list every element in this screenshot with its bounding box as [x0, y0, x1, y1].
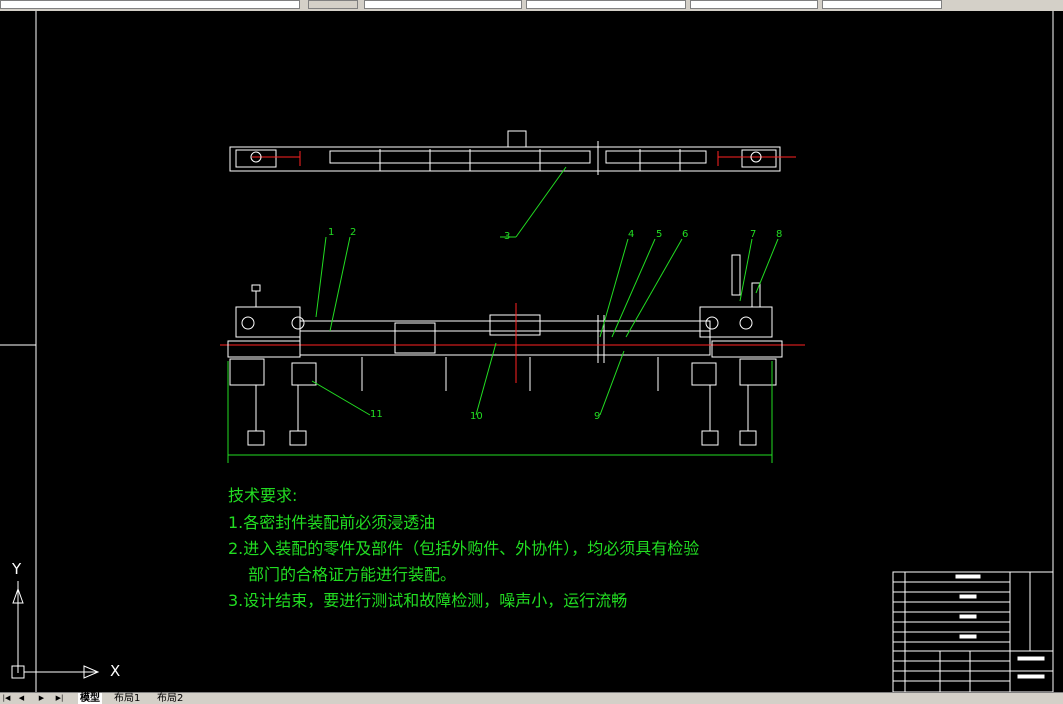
balloon-1: 1: [328, 227, 334, 238]
toolbar-combo-5[interactable]: [822, 0, 942, 9]
title-block: [892, 571, 1054, 692]
tech-requirements-title: 技术要求:: [228, 486, 298, 505]
balloon-2: 2: [350, 227, 356, 238]
top-view: [229, 130, 796, 175]
layout-tab-bar: |◀ ◀ ▶ ▶| 模型 布局1 布局2: [0, 692, 1063, 704]
ucs-y-label: Y: [12, 560, 22, 578]
balloon-10: 10: [470, 411, 483, 422]
balloon-9: 9: [594, 411, 600, 422]
balloon-labels: 1 2 3 4 5 6 7 8 9 10 11: [328, 227, 782, 422]
tab-layout2[interactable]: 布局2: [157, 693, 184, 704]
nav-prev-icon[interactable]: ◀: [18, 694, 25, 702]
toolbar-combo-2[interactable]: [364, 0, 522, 9]
nav-next-icon[interactable]: ▶: [38, 694, 45, 702]
balloon-7: 7: [750, 229, 756, 240]
requirement-2-cont: 部门的合格证方能进行装配。: [248, 565, 457, 584]
tab-layout1[interactable]: 布局1: [114, 693, 141, 704]
balloon-8: 8: [776, 229, 782, 240]
leader-lines: [311, 166, 779, 416]
requirement-1: 1.各密封件装配前必须浸透油: [228, 513, 436, 532]
ucs-icon: [11, 581, 100, 679]
toolbar-combo-3[interactable]: [526, 0, 686, 9]
balloon-11: 11: [370, 409, 383, 420]
balloon-3: 3: [504, 231, 510, 242]
toolbar-combo-4[interactable]: [690, 0, 818, 9]
front-view: [220, 254, 805, 463]
drawing-canvas[interactable]: 1 2 3 4 5 6 7 8 9 10 11: [0, 11, 1063, 692]
tab-model[interactable]: 模型: [78, 693, 102, 704]
nav-last-icon[interactable]: ▶|: [55, 694, 64, 702]
balloon-6: 6: [682, 229, 688, 240]
balloon-5: 5: [656, 229, 662, 240]
nav-first-icon[interactable]: |◀: [2, 694, 11, 702]
toolbar-icons[interactable]: [308, 0, 358, 9]
balloon-4: 4: [628, 229, 634, 240]
toolbar-combo-1[interactable]: [0, 0, 300, 9]
requirement-2: 2.进入装配的零件及部件（包括外购件、外协件），均必须具有检验: [228, 539, 700, 558]
ucs-x-label: X: [110, 662, 121, 680]
requirement-3: 3.设计结束，要进行测试和故障检测，噪声小，运行流畅: [228, 591, 628, 610]
top-toolbar-strip: [0, 0, 1063, 11]
